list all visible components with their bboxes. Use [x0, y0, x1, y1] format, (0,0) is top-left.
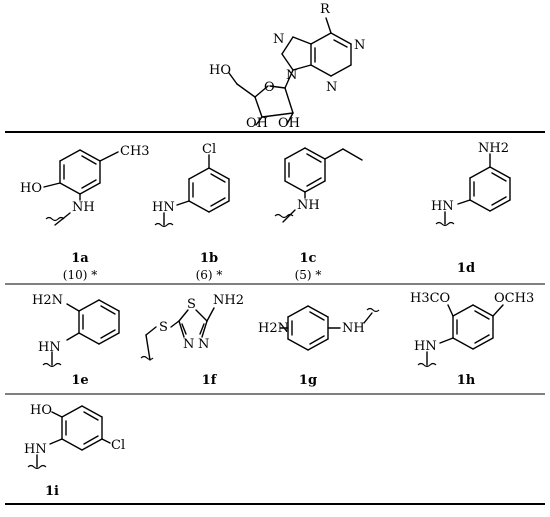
compound-1d-structure: NH2 HN [431, 141, 511, 227]
compound-1f-amine: NH2 [213, 293, 244, 308]
compound-1f-structure: S NH2 S N N [140, 293, 244, 361]
compound-1b-structure: Cl HN [152, 142, 230, 228]
compound-1h-methoxy-4: OCH3 [494, 291, 534, 306]
n9-atom: N [286, 68, 297, 83]
scaffold-structure: R N N N N O HO OH OH [209, 2, 365, 131]
compound-1d-amine: NH2 [478, 141, 509, 156]
compound-1g-structure: H2N NH [258, 305, 380, 351]
compound-1f-thioether-sulfur: S [159, 320, 168, 335]
compound-1g-nh: NH [342, 321, 365, 336]
compound-1b-label: 1b [200, 251, 218, 266]
compound-1e-label: 1e [71, 373, 88, 388]
compound-1f-n2: N [198, 337, 209, 352]
compound-1e-structure: H2N HN [32, 293, 120, 368]
n7-atom: N [273, 32, 284, 47]
compound-1d-label: 1d [457, 261, 475, 276]
compound-1i-structure: HO HN Cl [24, 403, 125, 470]
hydroxyl-5prime: HO [209, 63, 231, 78]
compound-1i-chlorine: Cl [111, 438, 125, 453]
compound-1f-ring-sulfur: S [187, 297, 196, 312]
compound-1a-label: 1a [71, 251, 89, 266]
compound-1h-nh: HN [414, 339, 437, 354]
compound-1a-methyl: CH3 [120, 144, 150, 159]
compound-1b-nh: HN [152, 200, 175, 215]
hydroxyl-2prime: OH [278, 116, 300, 131]
compound-1g-amine: H2N [258, 321, 289, 336]
compound-1h-methoxy-2: H3CO [410, 291, 450, 306]
compound-1e-amine: H2N [32, 293, 63, 308]
compound-1a-hydroxyl: HO [20, 181, 42, 196]
compound-1i-label: 1i [45, 484, 59, 499]
compound-1i-hydroxyl: HO [30, 403, 52, 418]
hydroxyl-3prime: OH [246, 116, 268, 131]
r-group-label: R [320, 2, 331, 17]
compound-1f-n1: N [183, 337, 194, 352]
ring-oxygen-atom: O [264, 80, 275, 95]
compound-1i-nh: HN [24, 442, 47, 457]
compound-1b-chlorine: Cl [202, 142, 216, 157]
compound-1g-label: 1g [299, 373, 317, 388]
compound-1b-note: (6) * [196, 268, 223, 282]
compound-1c-structure: NH [274, 147, 363, 223]
compound-1h-label: 1h [457, 373, 476, 388]
compound-1a-structure: CH3 HO NH [20, 144, 150, 226]
n3-atom: N [326, 80, 337, 95]
compound-1a-note: (10) * [63, 268, 97, 282]
compound-1h-structure: H3CO OCH3 HN [410, 291, 534, 368]
compound-1c-note: (5) * [295, 268, 322, 282]
n1-atom: N [354, 38, 365, 53]
compound-1c-label: 1c [300, 251, 317, 266]
compound-1d-nh: HN [431, 199, 454, 214]
compound-1f-label: 1f [202, 373, 218, 388]
compound-1c-nh: NH [297, 198, 320, 213]
compound-1e-nh: HN [38, 340, 61, 355]
compound-1a-nh: NH [72, 200, 95, 215]
